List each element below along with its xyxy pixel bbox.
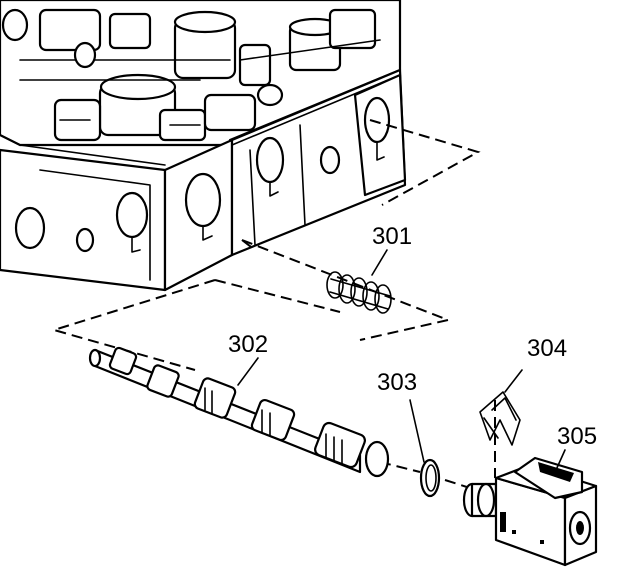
leader-lines	[237, 249, 388, 386]
callout-301: 301	[372, 223, 412, 250]
callout-302: 302	[228, 331, 268, 358]
valve-302: 302	[88, 331, 390, 478]
callout-304: 304	[527, 335, 567, 362]
solenoid-305: 305	[462, 423, 598, 567]
callout-305: 305	[557, 423, 597, 450]
callout-303: 303	[377, 369, 417, 396]
alignment-guides	[50, 119, 496, 489]
o-ring-303: 303	[377, 369, 441, 498]
valve-body-internals	[1, 8, 381, 142]
valve-body	[0, 0, 407, 292]
spring-301: 301	[326, 223, 412, 314]
clip-304: 304	[479, 335, 567, 446]
